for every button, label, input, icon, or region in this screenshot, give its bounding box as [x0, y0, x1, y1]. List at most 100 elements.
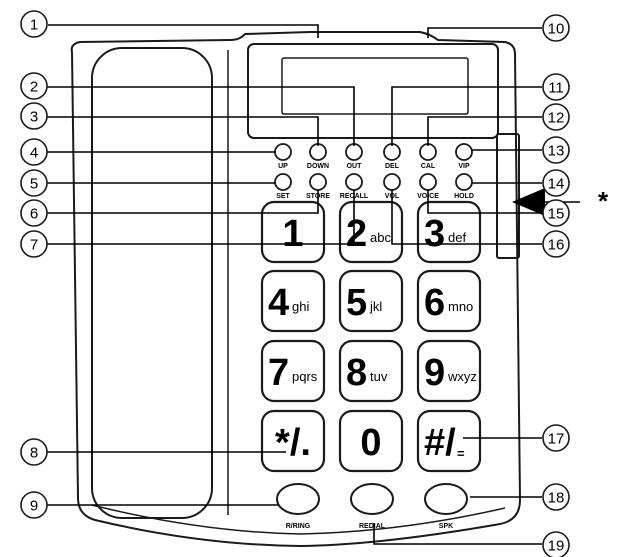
oval-button-label: SPK: [439, 523, 453, 530]
fn-button-cal[interactable]: [419, 143, 437, 161]
callout-circle: [542, 103, 570, 131]
callout-circle: [542, 14, 570, 42]
fn-button-up[interactable]: [274, 143, 292, 161]
oval-button-label: REDIAL: [359, 523, 386, 530]
callout-5: 5: [20, 169, 48, 197]
leader-11: [391, 86, 542, 146]
callout-circle: [542, 199, 570, 227]
key-sub-label: =: [457, 446, 465, 461]
leader-10: [427, 27, 542, 38]
fn-button-vip[interactable]: [455, 143, 473, 161]
key-outline: [338, 339, 404, 403]
leader-6: [47, 190, 319, 214]
callout-1: 1: [20, 10, 48, 38]
callout-4: 4: [20, 138, 48, 166]
key-main-label: 8: [346, 352, 367, 394]
callout-number: 15: [548, 206, 565, 223]
callout-number: 13: [548, 143, 565, 160]
fn-button-store[interactable]: [309, 173, 327, 191]
key-outline: [338, 409, 404, 473]
fn-label-hold: HOLD: [454, 193, 474, 200]
fn-button-voice[interactable]: [419, 173, 437, 191]
key-12[interactable]: #/=: [416, 409, 482, 473]
key-main-label: */.: [275, 422, 311, 464]
fn-label-down: DOWN: [307, 163, 329, 170]
callout-number: 4: [30, 145, 38, 162]
callout-9: 9: [20, 491, 48, 519]
button-spk[interactable]: SPK: [424, 483, 468, 530]
key-outline: [260, 269, 326, 333]
fn-label-set: SET: [276, 193, 290, 200]
callout-number: 18: [548, 490, 565, 507]
phone-body-outline: [70, 31, 522, 548]
callout-circle: [20, 72, 48, 100]
callout-number: 5: [30, 176, 38, 193]
button-r-ring[interactable]: R/RING: [276, 483, 320, 530]
callout-circle: [20, 491, 48, 519]
leader-1: [48, 24, 319, 38]
callout-number: 14: [548, 176, 565, 193]
callout-16: 16: [542, 230, 570, 258]
key-outline: [260, 409, 326, 473]
callout-circle: [542, 424, 570, 452]
fn-label-del: DEL: [385, 163, 400, 170]
key-outline: [260, 200, 326, 264]
asterisk-mark: *: [598, 186, 609, 216]
key-10[interactable]: */.: [260, 409, 326, 473]
leader-lines: [47, 24, 542, 545]
fn-button-recall[interactable]: [345, 173, 363, 191]
bottom-buttons: R/RING REDIAL SPK: [276, 483, 468, 530]
side-slot: [496, 133, 520, 259]
key-sub-label: ghi: [292, 299, 309, 314]
callout-circle: [20, 10, 48, 38]
callout-circle: [20, 230, 48, 258]
callout-17: 17: [542, 424, 570, 452]
key-11[interactable]: 0: [338, 409, 404, 473]
leader-15: [427, 190, 542, 214]
key-main-label: 4: [268, 282, 289, 324]
fn-button-out[interactable]: [345, 143, 363, 161]
callout-2: 2: [20, 72, 48, 100]
button-redial[interactable]: REDIAL: [350, 483, 394, 530]
callout-circle: [20, 199, 48, 227]
callout-6: 6: [20, 199, 48, 227]
fn-label-up: UP: [278, 163, 288, 170]
fn-button-set[interactable]: [274, 173, 292, 191]
callout-18: 18: [542, 483, 570, 511]
callout-number: 10: [548, 21, 565, 38]
callout-13: 13: [542, 136, 570, 164]
leader-12: [427, 116, 542, 146]
callout-number: 3: [30, 109, 38, 126]
callout-number: 17: [548, 431, 565, 448]
key-sub-label: jkl: [369, 299, 382, 314]
key-outline: [416, 339, 482, 403]
fn-button-hold[interactable]: [455, 173, 473, 191]
key-outline: [416, 409, 482, 473]
key-sub-label: tuv: [370, 369, 388, 384]
callout-15: 15: [542, 199, 570, 227]
key-sub-label: wxyz: [447, 369, 477, 384]
callout-circle: [542, 531, 570, 557]
callout-circle: [542, 73, 570, 101]
key-sub-label: mno: [448, 299, 473, 314]
display-screen: [281, 57, 469, 115]
callout-circle: [542, 483, 570, 511]
leader-16: [391, 190, 542, 245]
fn-button-del[interactable]: [383, 143, 401, 161]
callout-14: 14: [542, 169, 570, 197]
fn-button-vol[interactable]: [383, 173, 401, 191]
fn-button-down[interactable]: [309, 143, 327, 161]
fn-label-cal: CAL: [421, 163, 436, 170]
key-1[interactable]: 1: [260, 200, 326, 264]
